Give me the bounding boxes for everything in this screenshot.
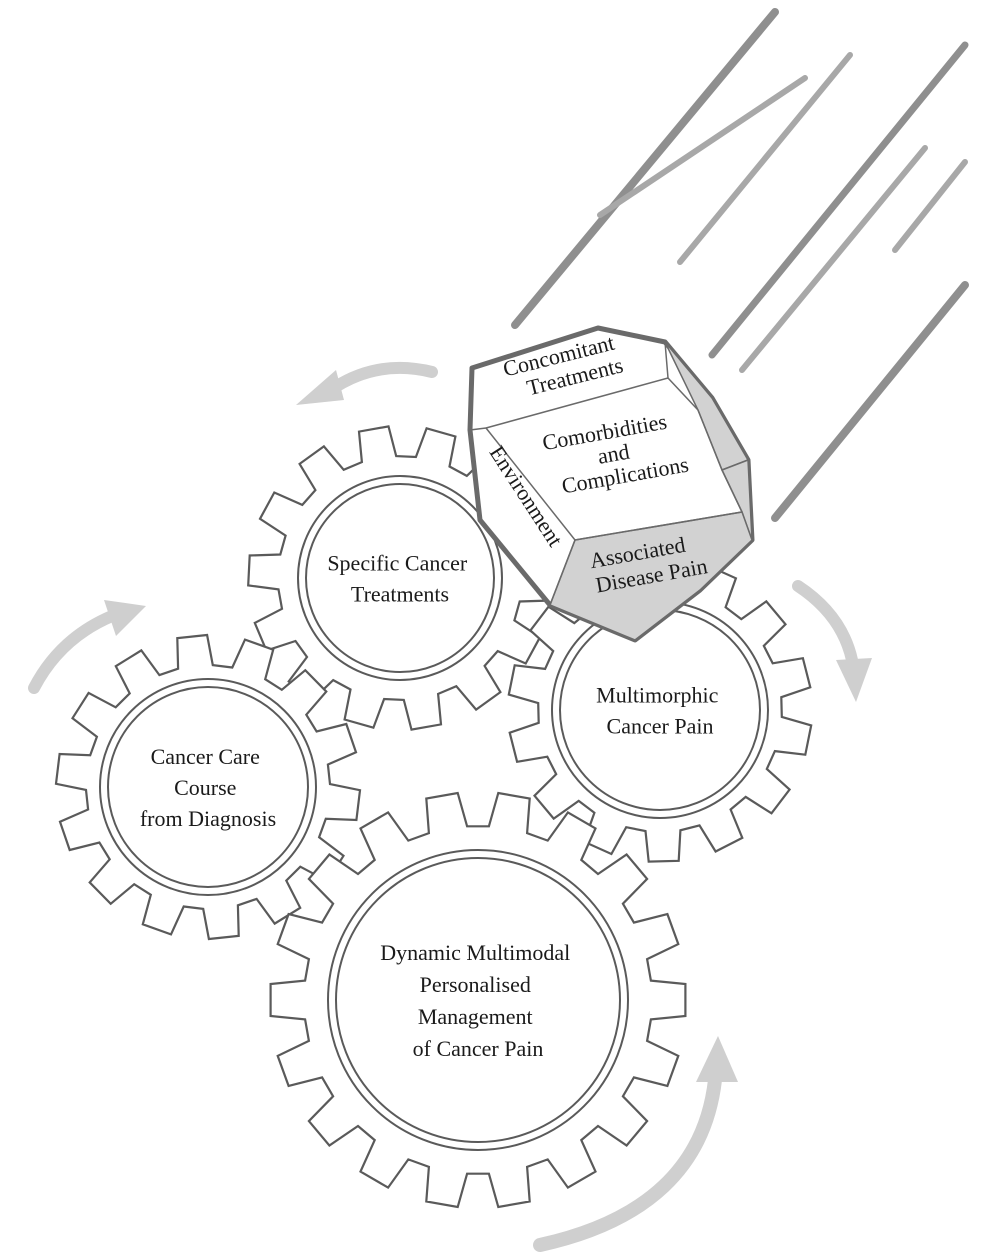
polyhedron-edge — [574, 511, 743, 541]
gear-label: Specific Cancer Treatments — [327, 551, 472, 607]
gear-ring — [305, 483, 495, 673]
gear-label-line: Personalised — [420, 972, 531, 997]
polyhedron-edge — [664, 341, 669, 379]
polyhedron-edge — [549, 539, 576, 606]
motion-streaks — [511, 8, 969, 522]
arrowhead-bottom-right — [696, 1036, 738, 1082]
motion-streak — [597, 75, 808, 218]
gear-label-line: from Diagnosis — [140, 806, 276, 831]
polyhedron-edge — [485, 377, 669, 429]
gear-dynamic-multimodal: Dynamic Multimodal Personalised Manageme… — [269, 791, 687, 1209]
gear-label-line: Treatments — [351, 582, 449, 607]
rotation-arrow-top-left — [322, 361, 438, 398]
gear-label-line: Specific Cancer — [327, 551, 468, 576]
gear-label: Dynamic Multimodal Personalised Manageme… — [380, 940, 576, 1061]
polyhedron-edge — [485, 427, 576, 541]
gear-cancer-care-course: Cancer Care Course from Diagnosis — [54, 633, 362, 941]
gear-label-line: Cancer Pain — [607, 714, 714, 739]
gear-label: Multimorphic Cancer Pain — [596, 683, 724, 739]
rotation-arrows — [28, 361, 872, 1252]
motion-streak — [511, 8, 779, 329]
polyhedron-edge — [667, 377, 699, 411]
gear-ring — [99, 678, 317, 896]
polyhedron-edge — [469, 427, 487, 431]
gear-label-line: of Cancer Pain — [413, 1036, 544, 1061]
polyhedron-edge — [697, 409, 723, 471]
rotation-arrow-left — [28, 610, 118, 694]
gear-label-line: Course — [174, 775, 236, 800]
gear-shape — [269, 791, 687, 1209]
gear-label-line: Management — [418, 1004, 533, 1029]
polyhedron-stone: Concomitant Treatments Comorbidities and… — [467, 325, 755, 643]
rotation-arrow-top-right — [792, 580, 858, 666]
arrowhead-top-right — [836, 658, 872, 702]
gear-ring — [327, 849, 629, 1151]
motion-streak — [739, 145, 928, 373]
motion-streak — [892, 159, 968, 253]
motion-streak — [708, 41, 969, 359]
arrowhead-top-left — [296, 370, 344, 405]
gear-label: Cancer Care Course from Diagnosis — [140, 744, 276, 831]
gear-label-line: Dynamic Multimodal — [380, 940, 570, 965]
arrowhead-left — [104, 600, 146, 636]
gear-ring — [297, 475, 503, 681]
polyhedron-edge — [721, 469, 743, 513]
motion-streak — [771, 281, 969, 522]
polyhedron-edges — [469, 341, 743, 606]
gear-label-line: Multimorphic — [596, 683, 718, 708]
motion-streak — [677, 52, 853, 265]
face-label-line: and — [596, 439, 632, 469]
rotation-arrow-bottom-right — [533, 1073, 722, 1252]
gear-ring — [107, 686, 309, 888]
gear-label-line: Cancer Care — [151, 744, 260, 769]
gear-ring — [335, 857, 621, 1143]
